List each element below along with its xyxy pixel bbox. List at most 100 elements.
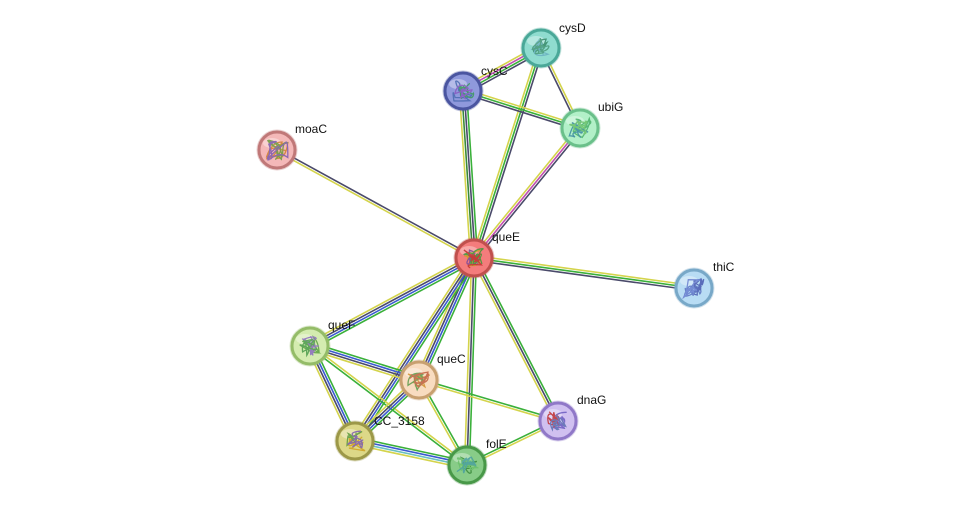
edge-queC-dnaG	[417, 378, 560, 423]
protein-structure-icon	[452, 80, 475, 102]
node-circle[interactable]	[399, 360, 439, 400]
edge-strand	[351, 255, 472, 440]
node-queC[interactable]: queC	[398, 352, 467, 401]
node-cysC[interactable]: cysC	[442, 64, 509, 112]
protein-structure-icon	[346, 430, 366, 452]
protein-structure-icon	[462, 248, 484, 269]
edge-strand	[475, 47, 545, 260]
edge-strand	[462, 87, 582, 127]
edge-strand	[421, 258, 479, 383]
edge-queE-moaC	[275, 148, 476, 260]
edge-strand	[309, 344, 469, 465]
edge-strand	[307, 254, 474, 344]
edge-queE-queC	[414, 255, 479, 383]
edge-queE-folE	[463, 257, 478, 466]
edge-strand	[276, 148, 476, 258]
edge-strand	[473, 254, 696, 287]
edge-strand	[475, 256, 561, 421]
edge-queE-cysC	[458, 89, 479, 260]
edge-strand	[473, 257, 559, 422]
edge-strand	[310, 260, 477, 350]
protein-structure-icon	[299, 334, 322, 358]
node-label: cysD	[559, 21, 586, 35]
structure-strand	[569, 119, 588, 135]
edge-strand	[461, 90, 474, 259]
node-dnaG[interactable]: dnaG	[537, 393, 607, 442]
edge-strand	[465, 89, 479, 259]
structure-strand	[463, 249, 484, 269]
edge-strand	[419, 257, 476, 382]
node-thiC[interactable]: thiC	[673, 260, 735, 309]
structure-strand	[682, 279, 701, 300]
edge-strand	[471, 125, 579, 258]
edge-strand	[473, 257, 695, 289]
edge-strand	[357, 259, 478, 444]
node-queE[interactable]: queE	[453, 230, 521, 279]
structure-strand	[453, 84, 473, 100]
edge-strand	[475, 128, 583, 261]
structure-strand	[299, 338, 318, 358]
protein-structure-icon	[407, 371, 430, 392]
node-label: cysC	[481, 64, 508, 78]
edge-strand	[308, 346, 468, 467]
edge-strand	[353, 256, 474, 442]
edge-queE-thiC	[472, 254, 696, 292]
edge-strand	[417, 256, 474, 381]
edge-queE-cysD	[470, 46, 545, 260]
edge-queF-folE	[308, 344, 469, 467]
edge-strand	[463, 90, 476, 259]
edge-strand	[473, 47, 542, 259]
node-moaC[interactable]: moaC	[256, 122, 328, 171]
edge-strand	[472, 259, 695, 292]
protein-structure-icon	[568, 116, 592, 139]
node-label: thiC	[713, 260, 735, 274]
edge-strand	[463, 257, 473, 466]
nodes-layer: queE cysD cysC ubiG moaC thiC queF queC dnaG CC_3…	[256, 21, 735, 486]
node-label: CC_3158	[374, 414, 425, 428]
edge-strand	[471, 258, 557, 423]
edge-strand	[418, 378, 560, 421]
node-queF[interactable]: queF	[289, 318, 356, 367]
protein-structure-icon	[547, 411, 567, 432]
structure-strand	[346, 430, 363, 447]
node-label: queC	[437, 352, 466, 366]
node-label: ubiG	[598, 100, 623, 114]
edge-queE-CC_3158	[351, 255, 478, 444]
edge-queE-ubiG	[471, 125, 583, 261]
edge-strand	[309, 258, 476, 348]
edge-strand	[275, 150, 475, 260]
node-highlight	[449, 79, 467, 89]
node-cysD[interactable]: cysD	[520, 21, 587, 69]
node-folE[interactable]: folE	[446, 437, 507, 486]
edge-queE-dnaG	[471, 256, 561, 423]
edge-strand	[308, 256, 475, 346]
edge-strand	[468, 257, 478, 466]
node-ubiG[interactable]: ubiG	[559, 100, 624, 149]
structure-strand	[691, 277, 705, 296]
protein-structure-icon	[682, 277, 705, 300]
edge-strand	[417, 380, 559, 423]
structure-strand	[456, 457, 480, 471]
protein-structure-icon	[456, 456, 480, 474]
edge-queE-queF	[307, 254, 477, 350]
edge-strand	[355, 257, 476, 443]
edge-strand	[470, 46, 540, 259]
edge-strand	[461, 92, 581, 132]
protein-structure-icon	[530, 38, 550, 57]
node-label: moaC	[295, 122, 327, 136]
edge-cysC-ubiG	[461, 87, 582, 132]
structure-strand	[409, 371, 430, 388]
structure-strand	[531, 39, 550, 55]
structure-strand	[452, 80, 473, 102]
node-CC_3158[interactable]: CC_3158	[334, 414, 426, 462]
node-label: dnaG	[577, 393, 606, 407]
protein-structure-icon	[265, 139, 289, 162]
node-label: folE	[486, 437, 507, 451]
edge-strand	[414, 255, 472, 380]
edge-strand	[462, 90, 581, 129]
structure-strand	[347, 430, 364, 449]
edge-strand	[466, 257, 475, 466]
structure-strand	[456, 456, 477, 474]
node-label: queE	[492, 230, 520, 244]
